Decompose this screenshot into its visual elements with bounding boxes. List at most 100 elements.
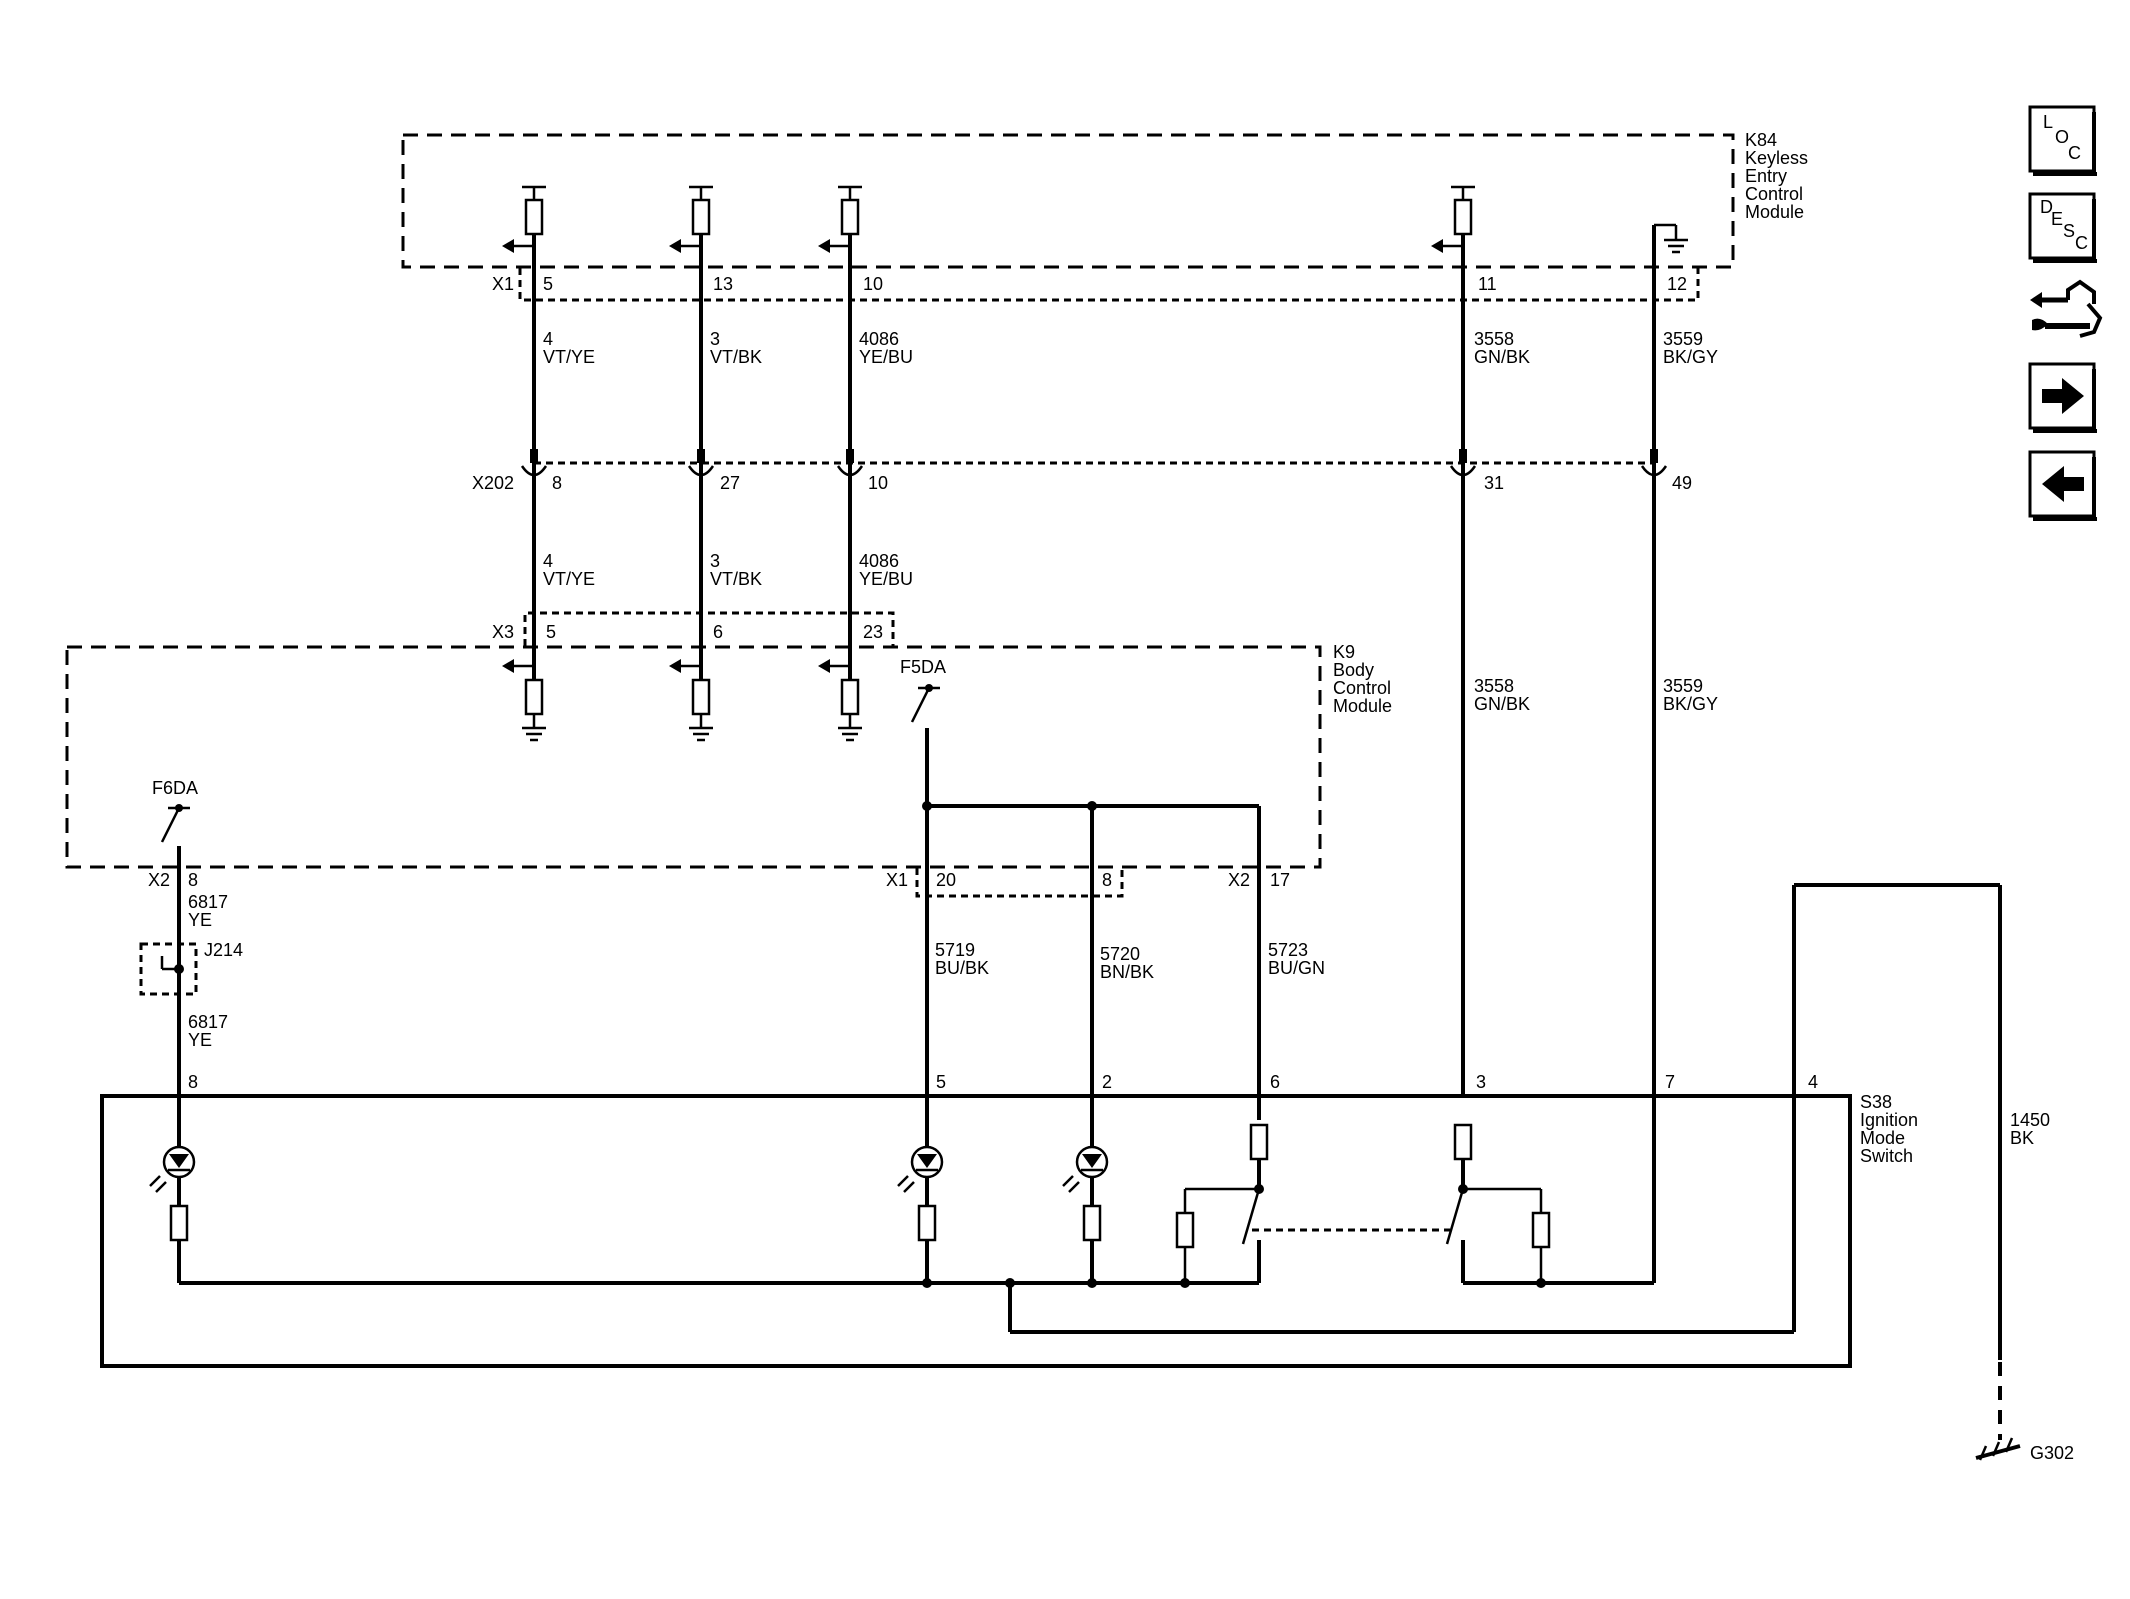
loc-letter: L <box>2043 112 2053 132</box>
f5da-label: F5DA <box>900 657 946 677</box>
resistor <box>1531 1211 1551 1249</box>
wire-labels-lower: 6817 YE 6817 YE 5719 BU/BK 5720 BN/BK 57… <box>188 892 2050 1148</box>
wire-color: YE/BU <box>859 347 913 367</box>
k84-x1-label: X1 <box>492 274 514 294</box>
s38-ref: S38 <box>1860 1092 1892 1112</box>
s38-pin: 8 <box>188 1072 198 1092</box>
k84-module-boundary <box>401 133 1735 269</box>
k84-x1-connector-outline <box>518 268 1700 302</box>
arrow-icon <box>818 239 830 253</box>
k84-pullup-circuit <box>502 185 546 268</box>
circuit-number: 4 <box>543 551 553 571</box>
desc-letter: E <box>2051 209 2063 229</box>
s38-pin: 2 <box>1102 1072 1112 1092</box>
s38-pin: 6 <box>1270 1072 1280 1092</box>
location-button[interactable]: L O C <box>2028 105 2100 177</box>
wire-color: VT/YE <box>543 569 595 589</box>
wire-color: YE/BU <box>859 569 913 589</box>
wire-labels-middle: 4 VT/YE 3 VT/BK 4086 YE/BU 3558 GN/BK 35… <box>543 551 1718 714</box>
description-button[interactable]: D E S C <box>2028 192 2097 263</box>
k9-x1-label: X1 <box>886 870 908 890</box>
s38-label-line-2: Ignition <box>1860 1110 1918 1130</box>
circuit-number: 3559 <box>1663 676 1703 696</box>
k9-label-line-3: Control <box>1333 678 1391 698</box>
x202-pin: 31 <box>1484 473 1504 493</box>
x202-pin: 49 <box>1672 473 1692 493</box>
wire-color: BN/BK <box>1100 962 1154 982</box>
k84-label-line-4: Control <box>1745 184 1803 204</box>
j214-outline <box>139 942 198 996</box>
wire-color: VT/BK <box>710 347 762 367</box>
k9-x3-label: X3 <box>492 622 514 642</box>
s38-pin: 7 <box>1665 1072 1675 1092</box>
x202-inline-connector: X202 8 27 10 31 49 <box>472 449 1692 493</box>
circuit-number: 1450 <box>2010 1110 2050 1130</box>
indicator-led-icon <box>1062 1096 1109 1283</box>
resistor <box>1453 198 1473 236</box>
wire-color: YE <box>188 1030 212 1050</box>
connector-terminal <box>1640 449 1668 477</box>
chassis-ground-icon: G302 <box>1975 1437 2074 1463</box>
resistor <box>691 198 711 236</box>
circuit-number: 3558 <box>1474 676 1514 696</box>
wire-color: VT/YE <box>543 347 595 367</box>
loc-letter: O <box>2055 127 2069 147</box>
resistor <box>691 678 711 716</box>
k9-x3-pin: 6 <box>713 622 723 642</box>
circuit-number: 3558 <box>1474 329 1514 349</box>
k9-lower-pin: 8 <box>188 870 198 890</box>
k9-ref: K9 <box>1333 642 1355 662</box>
arrow-icon <box>818 659 830 673</box>
wire-color: YE <box>188 910 212 930</box>
s38-module: S38 Ignition Mode Switch 8 5 2 6 3 7 4 <box>100 1072 1918 1368</box>
k84-pullup-circuit <box>818 185 862 268</box>
k9-x2-left-label: X2 <box>148 870 170 890</box>
k9-module: K9 Body Control Module X3 5 6 23 <box>65 611 1392 1096</box>
k84-internal-ground <box>1652 223 1688 268</box>
wire-color: BU/GN <box>1268 958 1325 978</box>
g302-label: G302 <box>2030 1443 2074 1463</box>
resistor <box>840 678 860 716</box>
s38-pin: 3 <box>1476 1072 1486 1092</box>
k9-module-boundary <box>65 645 1322 869</box>
wire-color: BK/GY <box>1663 694 1718 714</box>
ignition-switch-contact-b <box>1445 1123 1551 1283</box>
k84-label-line-5: Module <box>1745 202 1804 222</box>
k84-pin: 12 <box>1667 274 1687 294</box>
k84-pin: 13 <box>713 274 733 294</box>
f6da-label: F6DA <box>152 778 198 798</box>
circuit-number: 3 <box>710 329 720 349</box>
back-arrow-button[interactable] <box>2028 450 2097 521</box>
resistor <box>1249 1123 1269 1161</box>
resistor <box>524 678 544 716</box>
wire-color: BK <box>2010 1128 2034 1148</box>
loc-letter: C <box>2068 143 2081 163</box>
circuit-number: 6817 <box>188 1012 228 1032</box>
resistor <box>524 198 544 236</box>
circuit-number: 5723 <box>1268 940 1308 960</box>
s38-pin: 5 <box>936 1072 946 1092</box>
s38-module-boundary <box>100 1094 1852 1368</box>
k84-pullup-circuit <box>669 185 713 268</box>
k9-pulldown-circuit <box>818 615 862 742</box>
wire-color: BU/BK <box>935 958 989 978</box>
wire-color: VT/BK <box>710 569 762 589</box>
connector-terminal <box>520 449 548 477</box>
k84-module: K84 Keyless Entry Control Module X1 5 13… <box>401 130 1808 302</box>
indicator-led-icon <box>149 1096 196 1283</box>
s38-pin: 4 <box>1808 1072 1818 1092</box>
desc-letter: S <box>2063 221 2075 241</box>
desc-letter: C <box>2075 233 2088 253</box>
circuit-number: 3559 <box>1663 329 1703 349</box>
k9-lower-pin: 8 <box>1102 870 1112 890</box>
connector-terminal <box>836 449 864 477</box>
circuit-number: 4 <box>543 329 553 349</box>
x202-pin: 27 <box>720 473 740 493</box>
forward-arrow-button[interactable] <box>2028 362 2097 433</box>
resistor <box>1453 1123 1473 1161</box>
x202-label: X202 <box>472 473 514 493</box>
k9-pulldown-circuit <box>502 615 546 742</box>
j214-label: J214 <box>204 940 243 960</box>
wrench-connector-icon[interactable] <box>2030 279 2103 338</box>
k84-pin: 5 <box>543 274 553 294</box>
